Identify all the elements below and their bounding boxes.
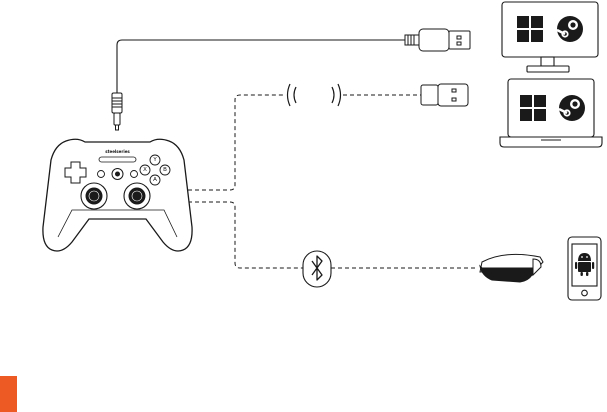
svg-text:X: X <box>143 167 147 173</box>
vr-headset-icon <box>480 254 543 282</box>
light-bar <box>99 157 136 162</box>
steam-logo-icon <box>559 95 585 121</box>
usb-cable <box>117 40 405 95</box>
left-thumbstick[interactable] <box>81 183 107 209</box>
start-button[interactable] <box>131 171 138 178</box>
bluetooth-link <box>188 202 478 268</box>
face-button-y[interactable]: Y <box>150 155 160 165</box>
brand-label: steelseries <box>105 149 130 154</box>
home-button-inner <box>115 172 120 177</box>
wireless-link <box>188 95 421 190</box>
accent-bar <box>0 376 17 412</box>
svg-text:Y: Y <box>152 157 157 163</box>
wireless-signal-icon <box>288 84 341 106</box>
bluetooth-icon <box>303 251 331 287</box>
desktop-monitor-icon <box>502 2 598 72</box>
laptop-icon <box>500 79 602 147</box>
face-button-a[interactable]: A <box>150 175 160 185</box>
usb-a-connector <box>405 29 470 51</box>
face-button-x[interactable]: X <box>140 165 150 175</box>
face-button-b[interactable]: B <box>160 165 170 175</box>
usb-c-connector <box>112 93 122 130</box>
steam-logo-icon <box>557 16 583 42</box>
svg-text:B: B <box>163 167 167 173</box>
svg-text:A: A <box>153 177 157 183</box>
usb-dongle-icon <box>421 84 468 106</box>
select-button[interactable] <box>98 171 105 178</box>
gamepad-controller: steelseries Y X B A <box>43 139 192 251</box>
right-thumbstick[interactable] <box>124 183 150 209</box>
controller-body <box>43 139 192 251</box>
